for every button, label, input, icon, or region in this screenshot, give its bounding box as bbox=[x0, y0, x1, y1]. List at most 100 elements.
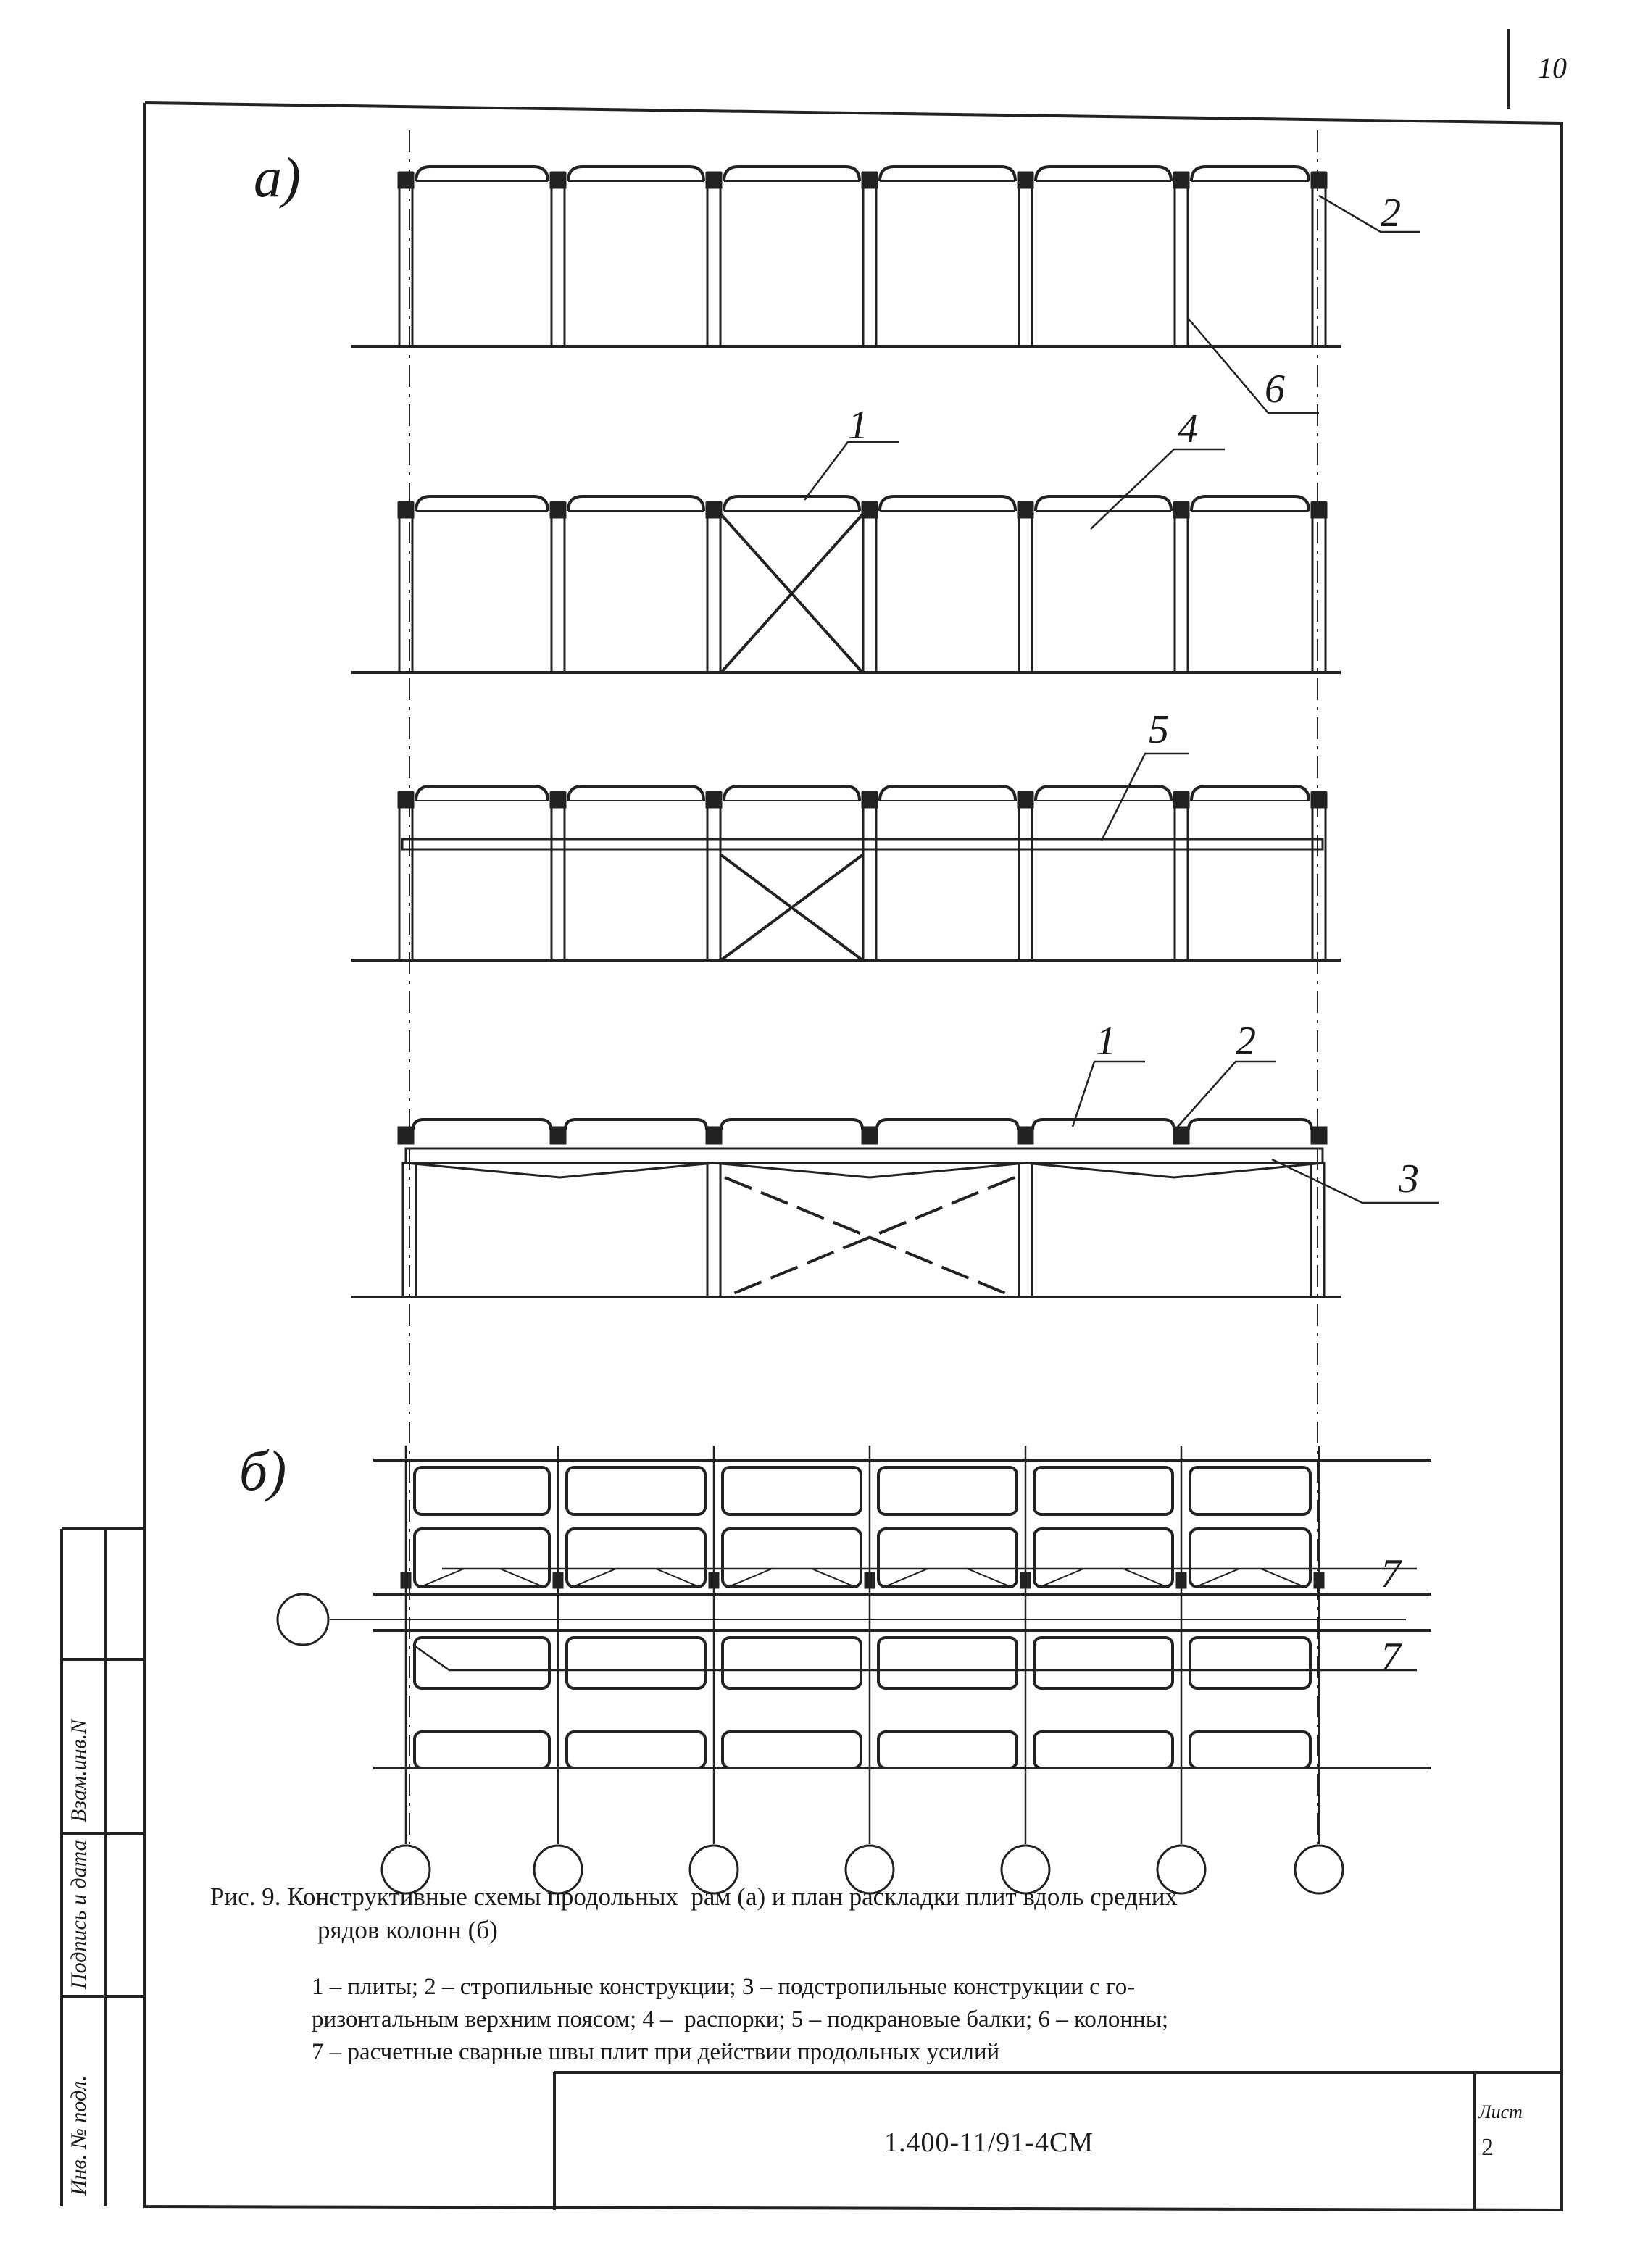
floor-slab bbox=[877, 1730, 1018, 1769]
axis-bubble bbox=[1156, 1844, 1207, 1895]
roof-slab bbox=[1187, 1118, 1313, 1130]
truss-bearing bbox=[861, 501, 878, 519]
roof-slab bbox=[878, 495, 1017, 512]
column bbox=[1018, 501, 1033, 674]
roof-slab bbox=[723, 165, 861, 182]
cross-brace bbox=[720, 513, 864, 674]
callout-leader bbox=[412, 1643, 1417, 1672]
callout-1: 1 bbox=[1096, 1019, 1116, 1064]
roof-slab bbox=[1034, 785, 1173, 801]
floor-slab bbox=[721, 1730, 862, 1769]
column bbox=[1018, 791, 1033, 962]
column bbox=[398, 171, 414, 348]
column bbox=[550, 501, 566, 674]
roof-slab bbox=[878, 165, 1017, 182]
floor-slab bbox=[413, 1636, 551, 1690]
weld-seam bbox=[1313, 1572, 1325, 1589]
truss-bearing bbox=[397, 501, 415, 519]
stamp-signature: Подпись и дата bbox=[67, 1840, 91, 1989]
figure-caption: Рис. 9. Конструктивные схемы продольных … bbox=[210, 1880, 1178, 1947]
truss-bearing bbox=[1173, 501, 1190, 519]
column bbox=[1173, 171, 1189, 348]
sheet-label: Лист bbox=[1478, 2101, 1523, 2122]
subfigure-label-a: а) bbox=[254, 146, 301, 209]
axis-bubble bbox=[844, 1844, 895, 1895]
column bbox=[706, 791, 722, 962]
callout-7: 7 bbox=[1381, 1635, 1401, 1680]
weld-seam bbox=[552, 1572, 564, 1589]
subtruss-bottom-chord bbox=[713, 1162, 1026, 1179]
figure-legend: 1 – плиты; 2 – стропильные конструкции; … bbox=[312, 1971, 1168, 2069]
sheet-frame bbox=[143, 101, 1563, 2212]
floor-slab bbox=[1033, 1730, 1174, 1769]
column bbox=[706, 1162, 722, 1298]
truss-bearing bbox=[1017, 1126, 1034, 1145]
callout-2: 2 bbox=[1236, 1019, 1256, 1064]
roof-slab bbox=[720, 1118, 864, 1130]
weld-seam bbox=[864, 1572, 875, 1589]
callout-leader bbox=[1071, 1060, 1145, 1127]
callout-leader bbox=[1318, 194, 1420, 233]
cross-brace bbox=[720, 854, 864, 962]
weld-seam bbox=[400, 1572, 412, 1589]
callout-leader bbox=[804, 441, 899, 501]
axis-bubble bbox=[380, 1844, 431, 1895]
legend-line: 1 – плиты; 2 – стропильные конструкции; … bbox=[312, 1974, 1136, 2000]
callout-leader bbox=[1090, 448, 1225, 530]
axis-bubble bbox=[276, 1593, 330, 1646]
floor-slab bbox=[1033, 1527, 1174, 1588]
truss-bearing bbox=[705, 791, 723, 809]
truss-bearing bbox=[1310, 172, 1328, 189]
roof-slab bbox=[567, 785, 705, 801]
floor-slab bbox=[1189, 1730, 1312, 1769]
page-number: 10 bbox=[1538, 51, 1567, 84]
weld-seam bbox=[1175, 1572, 1187, 1589]
column bbox=[1018, 1162, 1033, 1298]
roof-slab bbox=[878, 785, 1017, 801]
weld-seam bbox=[1020, 1572, 1031, 1589]
subtruss-bottom-chord bbox=[1025, 1162, 1323, 1179]
legend-line: ризонтальным верхним поясом; 4 – распорк… bbox=[312, 2006, 1169, 2033]
roof-slab bbox=[723, 495, 861, 512]
caption-title: Рис. 9. Конструктивные схемы продольных … bbox=[210, 1883, 1178, 1911]
truss-bearing bbox=[549, 791, 567, 809]
truss-bearing bbox=[705, 172, 723, 189]
truss-bearing bbox=[1017, 501, 1034, 519]
roof-slab bbox=[567, 495, 705, 512]
floor-slab bbox=[413, 1527, 551, 1588]
axis-bubble bbox=[1294, 1844, 1344, 1895]
callout-7: 7 bbox=[1381, 1551, 1401, 1596]
column bbox=[398, 791, 414, 962]
roof-slab bbox=[1031, 1118, 1175, 1130]
floor-slab bbox=[565, 1466, 707, 1516]
callout-leader bbox=[1271, 1158, 1439, 1204]
floor-slab bbox=[877, 1527, 1018, 1588]
roof-slab bbox=[564, 1118, 708, 1130]
callout-4: 4 bbox=[1178, 407, 1198, 451]
floor-slab bbox=[877, 1466, 1018, 1516]
column bbox=[1018, 171, 1033, 348]
truss-bearing bbox=[397, 791, 415, 809]
subtruss-top-chord bbox=[404, 1147, 1324, 1164]
truss-bearing bbox=[1173, 791, 1190, 809]
callout-6: 6 bbox=[1265, 367, 1285, 412]
axis-bubble bbox=[688, 1844, 739, 1895]
truss-bearing bbox=[1310, 1126, 1328, 1145]
roof-slab bbox=[567, 165, 705, 182]
truss-bearing bbox=[705, 501, 723, 519]
callout-3: 3 bbox=[1399, 1156, 1419, 1201]
truss-bearing bbox=[705, 1126, 723, 1145]
truss-bearing bbox=[397, 172, 415, 189]
sheet-number: 2 bbox=[1481, 2134, 1494, 2161]
stamp-inventory: Инв. № подл. bbox=[67, 2075, 91, 2196]
weld-leader bbox=[1039, 1568, 1168, 1588]
floor-slab bbox=[413, 1730, 551, 1769]
column bbox=[550, 171, 566, 348]
column bbox=[1173, 501, 1189, 674]
axis-bubble bbox=[1000, 1844, 1051, 1895]
column bbox=[862, 791, 878, 962]
roof-slab bbox=[415, 785, 549, 801]
floor-slab bbox=[1033, 1466, 1174, 1516]
roof-slab bbox=[1190, 785, 1310, 801]
